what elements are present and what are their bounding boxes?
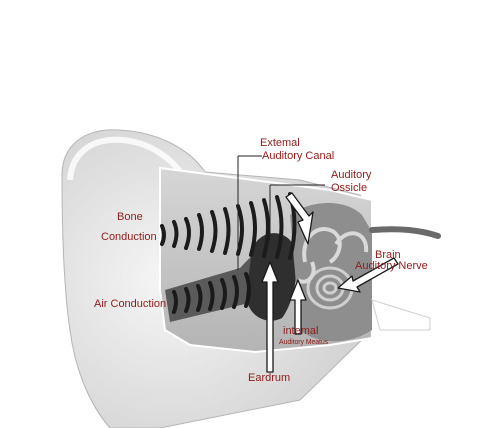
air-conduction-sound-waves (172, 272, 251, 314)
callout-lines (237, 155, 325, 270)
label-bone-conduction-1: Bone (117, 211, 143, 223)
label-eardrum: Eardrum (248, 372, 291, 384)
label-auditory-ossicle-1: Auditory (331, 169, 372, 181)
ossicle-arrow-icon (285, 192, 314, 245)
semicircular-canals (296, 227, 369, 284)
internal-meatus-arrow-up-icon (289, 279, 307, 335)
auditory-nerve (369, 226, 441, 239)
label-air-conduction: Air Conduction (94, 298, 167, 310)
label-internal-auditory-meatus-2: Auditory Meatus (279, 339, 329, 346)
label-auditory-nerve: Auditory Nerve (355, 260, 428, 272)
ear-helix (67, 136, 188, 182)
label-auditory-ossicle-2: Ossicle (331, 182, 368, 194)
eardrum-arrow-up-icon (261, 261, 279, 373)
nerve-exit-cut (371, 299, 431, 331)
bone-conduction-sound-waves (160, 192, 297, 260)
label-external-auditory-canal-1: Extemal (260, 137, 300, 149)
label-brain-1: Brain (375, 249, 401, 261)
label-internal-auditory-meatus-1: intemal (283, 325, 319, 337)
white-arrows (261, 192, 399, 373)
label-bone-conduction-2: Conduction (101, 231, 157, 243)
label-external-auditory-canal-2: Auditory Canal (262, 150, 335, 162)
brain-arrow-icon (337, 257, 399, 293)
